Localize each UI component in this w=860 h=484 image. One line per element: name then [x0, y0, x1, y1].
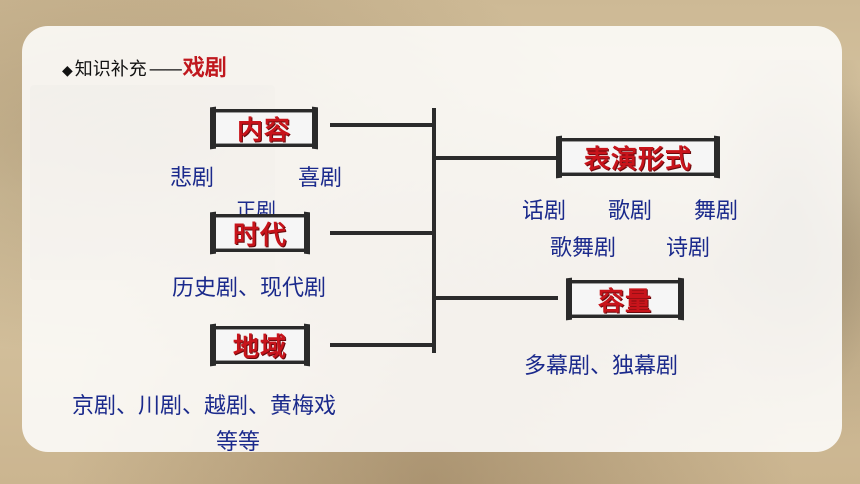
node-era-title-text: 时代 — [232, 220, 287, 251]
form-item-poetic-drama: 诗剧 — [666, 236, 711, 261]
node-era-title: 时代 — [214, 214, 306, 252]
node-capacity-title: 容量 — [570, 280, 680, 318]
connector-capacity — [434, 296, 558, 300]
node-form-title-text: 表演形式 — [583, 144, 692, 175]
heading-prefix: 知识补充 — [74, 59, 147, 80]
connector-trunk — [432, 108, 436, 353]
connector-content — [330, 123, 435, 127]
diamond-bullet-icon: ◆ — [62, 63, 73, 79]
node-form-title: 表演形式 — [560, 138, 716, 176]
form-item-dance-drama: 舞剧 — [694, 199, 739, 224]
heading-dash: —— — [148, 59, 183, 80]
node-capacity-title-text: 容量 — [597, 286, 652, 317]
node-content-title-text: 内容 — [236, 115, 291, 146]
form-item-song-dance-drama: 歌舞剧 — [550, 236, 617, 261]
connector-region — [330, 343, 435, 347]
region-items-line1: 京剧、川剧、越剧、黄梅戏 — [72, 394, 337, 419]
form-item-opera: 歌剧 — [608, 199, 653, 224]
capacity-items: 多幕剧、独幕剧 — [524, 354, 679, 379]
region-items-line2: 等等 — [216, 430, 261, 455]
connector-form — [434, 156, 558, 160]
slide-heading: ◆ 知识补充 —— 戏剧 — [62, 50, 227, 82]
node-region-title: 地域 — [214, 326, 306, 364]
form-item-spoken-drama: 话剧 — [522, 199, 567, 224]
era-items: 历史剧、现代剧 — [172, 276, 327, 301]
content-item-tragedy: 悲剧 — [170, 166, 215, 191]
connector-era — [330, 231, 435, 235]
heading-accent: 戏剧 — [182, 56, 227, 81]
node-region-title-text: 地域 — [232, 332, 287, 363]
content-item-comedy: 喜剧 — [298, 166, 343, 191]
node-content-title: 内容 — [214, 109, 314, 147]
